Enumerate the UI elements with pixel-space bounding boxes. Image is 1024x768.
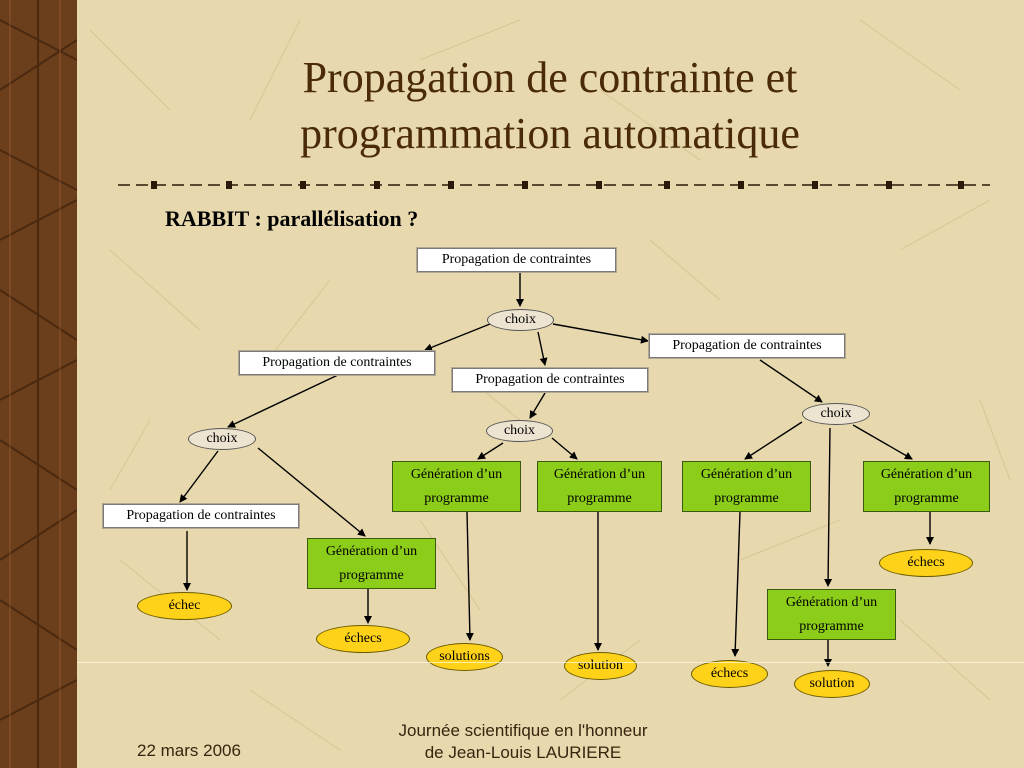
- result-echecs-lower: échecs: [691, 660, 768, 688]
- prop-middle: Propagation de contraintes: [451, 367, 649, 393]
- result-solution-right: solution: [794, 670, 870, 698]
- gen-program-1-line1: Génération d’un: [410, 466, 503, 482]
- footer-divider: [77, 662, 1024, 663]
- prop-lower-left: Propagation de contraintes: [102, 503, 300, 529]
- gen-program-2-line1: Génération d’un: [553, 466, 646, 482]
- gen-program-4-line2: programme: [894, 490, 959, 506]
- footer-date: 22 mars 2006: [137, 741, 241, 760]
- result-echecs-left: échecs: [316, 625, 410, 653]
- gen-program-5-line2: programme: [339, 567, 404, 583]
- gen-program-3: Génération d’un programme: [682, 461, 811, 512]
- footer-event-line1: Journée scientifique en l'honneur: [398, 721, 648, 740]
- gen-program-1: Génération d’un programme: [392, 461, 521, 512]
- choix-middle: choix: [486, 420, 553, 442]
- prop-root: Propagation de contraintes: [416, 247, 617, 273]
- result-solutions: solutions: [426, 643, 503, 671]
- gen-program-1-line2: programme: [424, 490, 489, 506]
- title-line-2: programmation automatique: [300, 109, 800, 158]
- gen-program-3-line2: programme: [714, 490, 779, 506]
- gen-program-6: Génération d’un programme: [767, 589, 896, 640]
- prop-left: Propagation de contraintes: [238, 350, 436, 376]
- choix-right: choix: [802, 403, 870, 425]
- title-line-1: Propagation de contrainte et: [302, 53, 798, 102]
- result-echec-left: échec: [137, 592, 232, 620]
- gen-program-6-line1: Génération d’un: [785, 594, 878, 610]
- gen-program-6-line2: programme: [799, 618, 864, 634]
- result-solution-middle: solution: [564, 652, 637, 680]
- gen-program-2-line2: programme: [567, 490, 632, 506]
- gen-program-2: Génération d’un programme: [537, 461, 662, 512]
- footer-event-line2: de Jean-Louis LAURIERE: [424, 743, 622, 762]
- prop-right: Propagation de contraintes: [648, 333, 846, 359]
- gen-program-3-line1: Génération d’un: [700, 466, 793, 482]
- gen-program-4-line1: Génération d’un: [880, 466, 973, 482]
- choix-left: choix: [188, 428, 256, 450]
- left-decorative-strip: [0, 0, 77, 768]
- gen-program-5-line1: Génération d’un: [325, 543, 418, 559]
- result-echecs-right: échecs: [879, 549, 973, 577]
- gen-program-5: Génération d’un programme: [307, 538, 436, 589]
- slide-subtitle: RABBIT : parallélisation ?: [165, 206, 419, 231]
- gen-program-4: Génération d’un programme: [863, 461, 990, 512]
- choix-root: choix: [487, 309, 554, 331]
- slide-title: Propagation de contrainte et programmati…: [120, 50, 980, 162]
- strip-pattern: [0, 0, 77, 768]
- footer-event: Journée scientifique en l'honneur de Jea…: [378, 720, 668, 764]
